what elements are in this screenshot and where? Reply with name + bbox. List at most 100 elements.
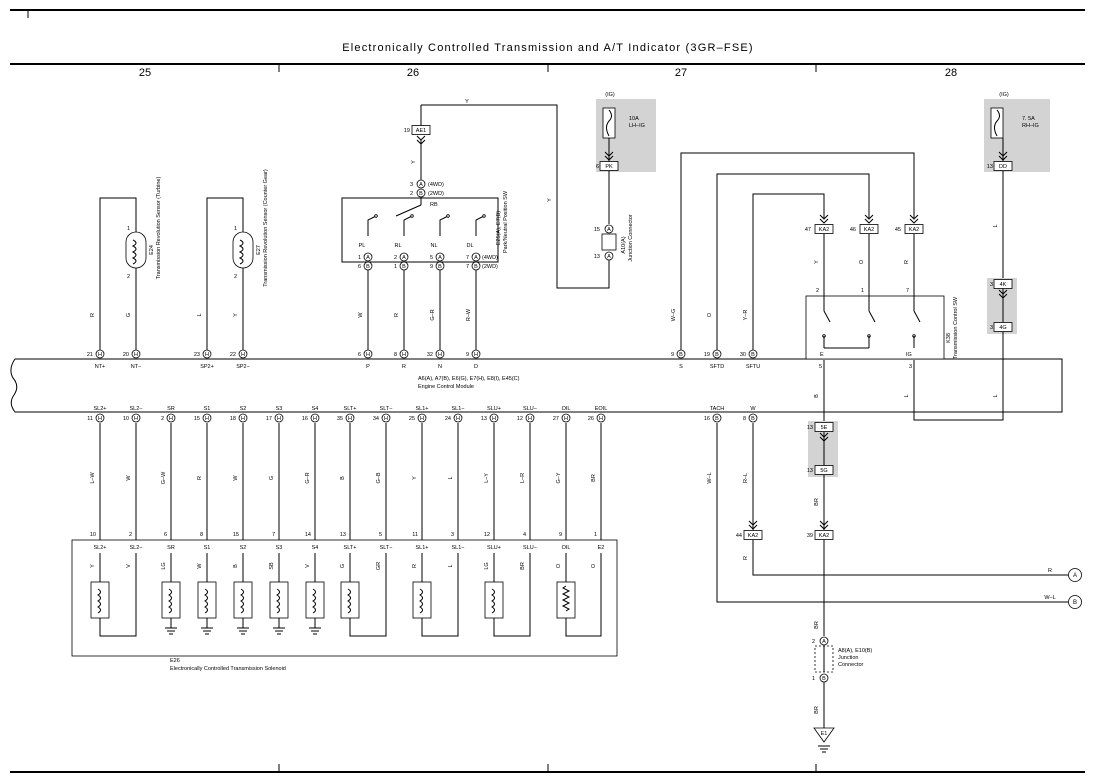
pn-switch-contact-wire <box>475 215 485 236</box>
ecm-bottom-pin-number: 35 <box>337 416 343 422</box>
solenoid-inner-wire: LG <box>484 562 490 569</box>
wire-color: R <box>394 313 400 317</box>
solenoid-internal-wire <box>565 553 602 637</box>
ecm-bottom-pin-SR <box>166 413 176 423</box>
fuse-lh-chevron <box>604 151 614 157</box>
wire-color: Y–R <box>743 310 749 321</box>
wire-color: Y <box>411 160 417 164</box>
solenoid-pin-number: 8 <box>200 532 203 538</box>
solenoid-sr-coil-icon <box>168 588 172 614</box>
fuse-rh-connector-text: DD <box>999 164 1007 170</box>
conn-4k-text: 4K <box>1000 282 1007 288</box>
ecm-bottom-pin-S3-letter: H <box>277 416 281 422</box>
ecm-bottom-pin-SLU+-letter: H <box>492 416 496 422</box>
pn-pin-number: 5 <box>430 255 433 261</box>
pn-in-pin-tag: (4WD) <box>428 182 444 188</box>
ecm-bottom-pin-SLU+ <box>489 413 499 423</box>
pn-switch-contact <box>395 204 422 217</box>
fuse-rh-chevron <box>998 155 1008 161</box>
pn-switch-contact-wire <box>367 215 377 236</box>
ka2-chevron <box>819 520 829 526</box>
ecm-bottom-pin-label: SR <box>167 406 175 412</box>
solenoid-inner-wire: V <box>305 564 311 568</box>
pn-contact-dot <box>446 214 450 218</box>
ecm-bottom-pin-number: 16 <box>302 416 308 422</box>
ka2-connector <box>743 530 763 540</box>
pn-in-pin-2wd-letter: B <box>419 191 423 197</box>
pn-pin-4wd-letter: A <box>438 255 442 261</box>
wire-color: R <box>743 556 749 560</box>
conn-5g <box>814 465 834 475</box>
ka2-chevron <box>819 218 829 224</box>
sensor-wire <box>206 197 244 350</box>
output-a <box>1068 568 1082 582</box>
wire-color: W <box>126 475 132 481</box>
wire-color: G <box>269 476 275 480</box>
sensor-code: E24 <box>149 245 155 255</box>
ecm-bottom-pin-number: 25 <box>409 416 415 422</box>
solenoid-terminal-label: S1 <box>204 545 211 551</box>
ts-ig-wire <box>913 332 1004 421</box>
ts-body <box>805 295 945 360</box>
ecm-top-pin-S-letter: B <box>679 352 683 358</box>
a8-pin-number: 2 <box>812 639 815 645</box>
ecm-bottom-pin-label: SLT+ <box>344 406 357 412</box>
solenoid-pin-number: 15 <box>233 532 239 538</box>
ae1-connector <box>411 125 431 135</box>
ka2-chevron <box>864 214 874 220</box>
wire-color: W <box>233 475 239 481</box>
solenoid-pin-number: 10 <box>90 532 96 538</box>
ka2-connector <box>814 224 834 234</box>
solenoid-inner-wire: LG <box>161 562 167 569</box>
ecm-bottom-pin-label: SL2− <box>130 406 143 412</box>
ka2-connector-text: KA2 <box>864 227 874 233</box>
pn-pin-number: 7 <box>466 264 469 270</box>
ecm-top-pin-label: R <box>402 364 406 370</box>
wire-color: L <box>904 394 910 397</box>
fuse-lh-icon <box>606 109 612 137</box>
oil-temp-sensor <box>556 581 576 619</box>
pn-pin-4wd-letter: A <box>366 255 370 261</box>
column-number: 26 <box>407 67 419 79</box>
ecm-top-pin-number: 6 <box>358 352 361 358</box>
pn-position-label: DL <box>466 243 473 249</box>
ecm-bottom-pin-OIL-letter: H <box>564 416 568 422</box>
wire-color: L <box>993 224 999 227</box>
column-number: 25 <box>139 67 151 79</box>
a10-pin-bottom-letter: A <box>607 254 611 260</box>
conn-5e-chevron <box>819 432 829 438</box>
wire-color: L <box>197 313 203 316</box>
solenoid-sl1-coil-icon <box>419 588 423 614</box>
column-number: 28 <box>945 67 957 79</box>
solenoid-inner-wire: W <box>197 563 203 569</box>
a8-description: Connector <box>838 662 864 668</box>
wire-color: L–R <box>520 473 526 483</box>
ecm-top-pin-R-letter: H <box>402 352 406 358</box>
ecm-bottom-pin-label: S1 <box>204 406 211 412</box>
fuse-lh-connector <box>599 161 619 171</box>
solenoid-internal-wire <box>99 553 137 637</box>
pn-contact-dot <box>410 214 414 218</box>
ka2-chevron <box>748 520 758 526</box>
ecm-bottom-pin-S4 <box>310 413 320 423</box>
ka2-pin-number: 47 <box>805 227 811 233</box>
wire-color: G–B <box>376 472 382 483</box>
ka2-connector <box>814 530 834 540</box>
a10-pin-top-letter: A <box>607 227 611 233</box>
fuse-lh-connector-text: PK <box>605 164 613 170</box>
wire-color: B <box>814 394 820 398</box>
ecm-bottom-pin-S2-letter: H <box>241 416 245 422</box>
pn-description: Park/Neutral Position SW <box>503 190 509 253</box>
ecm-bottom-pin-label: SLU− <box>523 406 537 412</box>
ecm-top-pin-SFTD-letter: B <box>715 352 719 358</box>
wire-color: W–G <box>671 309 677 322</box>
ka2-chevron <box>864 218 874 224</box>
solenoid-terminal-label: S4 <box>312 545 319 551</box>
ecm-bottom-pin-SLU− <box>525 413 535 423</box>
ka2-pin-number: 45 <box>895 227 901 233</box>
solenoid-terminal-label: S2 <box>240 545 247 551</box>
wire-color: BR <box>814 706 820 714</box>
a8-pin-top <box>819 636 829 646</box>
ecm-top-pin-label: SP2+ <box>200 364 214 370</box>
ecm-bottom-pin-SL1+ <box>417 413 427 423</box>
